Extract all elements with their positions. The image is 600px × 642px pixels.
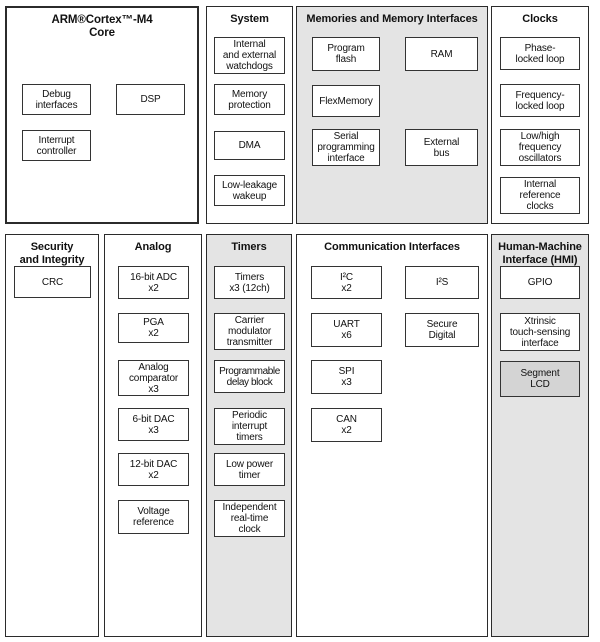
- block-frequency-locked-loop: Frequency- locked loop: [500, 84, 580, 117]
- block-can: CAN x2: [311, 408, 382, 442]
- block-low-power-timer: Low power timer: [214, 453, 285, 486]
- panel-title-analog: Analog: [134, 241, 172, 253]
- block-dsp: DSP: [116, 84, 185, 115]
- panel-title-memories: Memories and Memory Interfaces: [306, 13, 478, 25]
- panel-title-hmi: Human-Machine Interface (HMI): [498, 241, 582, 266]
- block-phase-locked-loop: Phase- locked loop: [500, 37, 580, 70]
- panel-analog: Analog 16-bit ADC x2 PGA x2 Analog compa…: [104, 234, 202, 637]
- block-external-bus: External bus: [405, 129, 478, 166]
- block-low-leakage-wakeup: Low-leakage wakeup: [214, 175, 285, 206]
- block-periodic-interrupt-timers: Periodic interrupt timers: [214, 408, 285, 445]
- panel-title-timers: Timers: [231, 241, 267, 253]
- block-memory-protection: Memory protection: [214, 84, 285, 115]
- panel-system: System Internal and external watchdogs M…: [206, 6, 293, 224]
- block-analog-comparator: Analog comparator x3: [118, 360, 189, 396]
- block-serial-programming-interface: Serial programming interface: [312, 129, 380, 166]
- panel-clocks: Clocks Phase- locked loop Frequency- loc…: [491, 6, 589, 224]
- panel-memories: Memories and Memory Interfaces Program f…: [296, 6, 488, 224]
- block-timers: Timers x3 (12ch): [214, 266, 285, 299]
- panel-security: Security and Integrity CRC: [5, 234, 99, 637]
- panel-communication: Communication Interfaces I²C x2 I²S UART…: [296, 234, 488, 637]
- block-i2s: I²S: [405, 266, 479, 299]
- block-carrier-modulator-transmitter: Carrier modulator transmitter: [214, 313, 285, 350]
- block-spi: SPI x3: [311, 360, 382, 394]
- block-dma: DMA: [214, 131, 285, 160]
- block-flexmemory: FlexMemory: [312, 85, 380, 117]
- block-segment-lcd: Segment LCD: [500, 361, 580, 397]
- block-secure-digital: Secure Digital: [405, 313, 479, 347]
- block-pga: PGA x2: [118, 313, 189, 343]
- block-uart: UART x6: [311, 313, 382, 347]
- block-independent-rtc: Independent real-time clock: [214, 500, 285, 537]
- block-6bit-dac: 6-bit DAC x3: [118, 408, 189, 441]
- block-oscillators: Low/high frequency oscillators: [500, 129, 580, 166]
- block-internal-reference-clocks: Internal reference clocks: [500, 177, 580, 214]
- panel-title-arm-core: ARM®Cortex™-M4 Core: [51, 14, 153, 39]
- panel-title-system: System: [230, 13, 269, 25]
- panel-title-communication: Communication Interfaces: [324, 241, 460, 253]
- block-crc: CRC: [14, 266, 91, 298]
- block-program-flash: Program flash: [312, 37, 380, 71]
- block-debug-interfaces: Debug interfaces: [22, 84, 91, 115]
- block-i2c: I²C x2: [311, 266, 382, 299]
- block-12bit-dac: 12-bit DAC x2: [118, 453, 189, 486]
- panel-hmi: Human-Machine Interface (HMI) GPIO Xtrin…: [491, 234, 589, 637]
- block-ram: RAM: [405, 37, 478, 71]
- block-interrupt-controller: Interrupt controller: [22, 130, 91, 161]
- block-xtrinsic-touch-sensing: Xtrinsic touch-sensing interface: [500, 313, 580, 351]
- panel-title-security: Security and Integrity: [19, 241, 85, 266]
- panel-title-clocks: Clocks: [522, 13, 558, 25]
- block-watchdogs: Internal and external watchdogs: [214, 37, 285, 74]
- block-programmable-delay-block: Programmable delay block: [214, 360, 285, 393]
- panel-timers: Timers Timers x3 (12ch) Carrier modulato…: [206, 234, 292, 637]
- panel-arm-cortex-m4-core: ARM®Cortex™-M4 Core Debug interfaces DSP…: [5, 6, 199, 224]
- block-voltage-reference: Voltage reference: [118, 500, 189, 534]
- block-16bit-adc: 16-bit ADC x2: [118, 266, 189, 299]
- block-gpio: GPIO: [500, 266, 580, 299]
